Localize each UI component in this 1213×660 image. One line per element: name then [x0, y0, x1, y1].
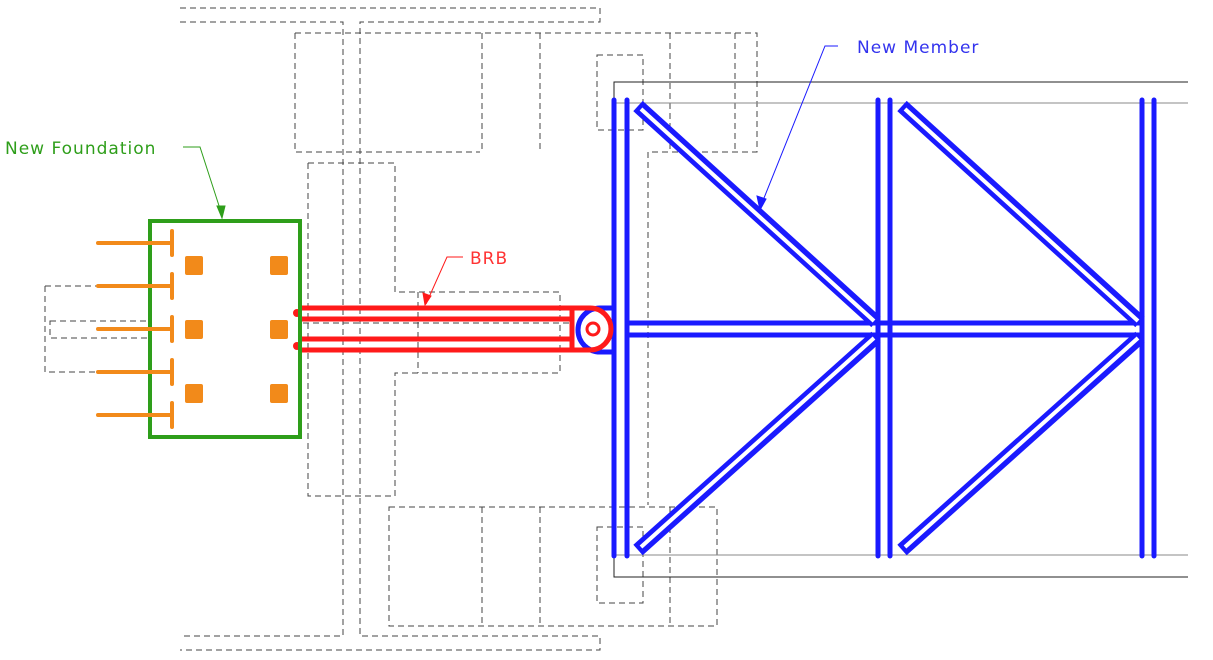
leader-lines — [183, 45, 838, 307]
brb-brace — [293, 305, 614, 353]
existing-beam-lines — [613, 81, 1188, 578]
new-member-truss — [575, 97, 1157, 559]
piles — [185, 256, 288, 403]
anchor-rods — [96, 229, 174, 429]
brb-label: BRB — [470, 249, 508, 269]
new-foundation-label: New Foundation — [5, 139, 156, 159]
new-member-label: New Member — [857, 38, 979, 58]
new-foundation — [96, 219, 302, 439]
